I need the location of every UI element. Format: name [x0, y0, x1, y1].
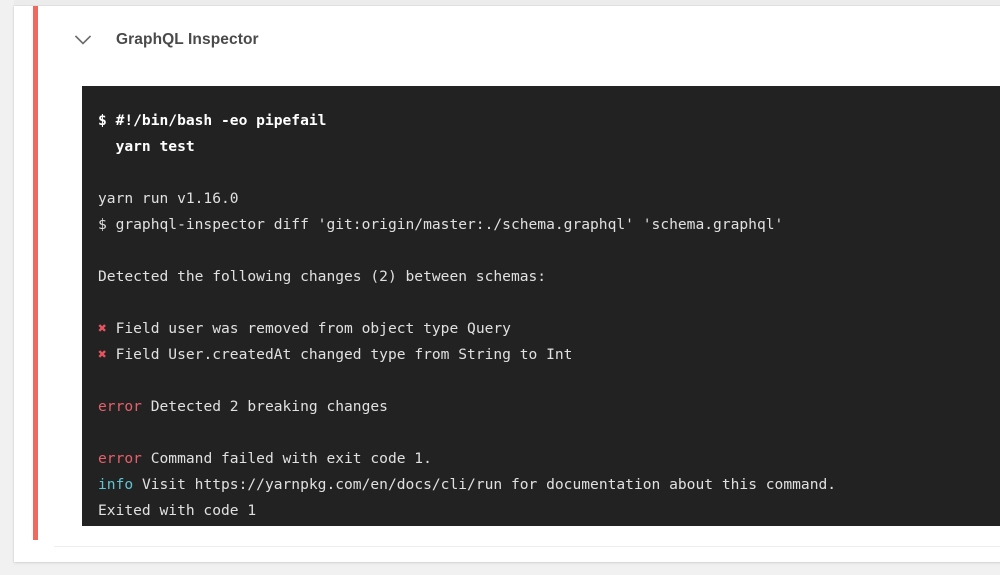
terminal-segment: Exited with code 1 [98, 502, 257, 519]
terminal-log-panel[interactable]: $ #!/bin/bash -eo pipefail yarn test yar… [82, 86, 1000, 526]
job-card-header[interactable]: GraphQL Inspector [54, 6, 1000, 74]
terminal-segment: Detected the following changes (2) betwe… [98, 268, 547, 285]
terminal-segment: Detected 2 breaking changes [141, 398, 388, 415]
terminal-segment: error [98, 398, 142, 415]
card-divider [54, 546, 1000, 547]
chevron-down-icon[interactable] [70, 27, 96, 53]
terminal-line-yarn-version: yarn run v1.16.0 [98, 186, 1000, 212]
terminal-segment: ✖ [98, 346, 107, 363]
terminal-line-blank-2 [98, 238, 1000, 264]
job-status-rail-failed [33, 6, 38, 540]
terminal-line-cmd-yarn-test: yarn test [98, 134, 1000, 160]
job-card: GraphQL Inspector $ #!/bin/bash -eo pipe… [14, 6, 1000, 562]
terminal-segment: Field user was removed from object type … [106, 320, 511, 337]
terminal-line-error-exit: error Command failed with exit code 1. [98, 446, 1000, 472]
terminal-segment: $ #!/bin/bash -eo pipefail [98, 112, 327, 129]
terminal-segment: Visit https://yarnpkg.com/en/docs/cli/ru… [133, 476, 837, 493]
terminal-segment: yarn run v1.16.0 [98, 190, 239, 207]
terminal-line-change-1: ✖ Field user was removed from object typ… [98, 316, 1000, 342]
page-top-strip [14, 0, 1000, 6]
terminal-line-cmd-shebang: $ #!/bin/bash -eo pipefail [98, 108, 1000, 134]
terminal-line-error-breaking: error Detected 2 breaking changes [98, 394, 1000, 420]
terminal-line-blank-1 [98, 160, 1000, 186]
terminal-line-change-2: ✖ Field User.createdAt changed type from… [98, 342, 1000, 368]
terminal-segment: Field User.createdAt changed type from S… [106, 346, 573, 363]
terminal-line-info-visit: info Visit https://yarnpkg.com/en/docs/c… [98, 472, 1000, 498]
terminal-line-inspector-diff: $ graphql-inspector diff 'git:origin/mas… [98, 212, 1000, 238]
terminal-segment: $ graphql-inspector diff 'git:origin/mas… [98, 216, 784, 233]
terminal-log-lines: $ #!/bin/bash -eo pipefail yarn test yar… [82, 86, 1000, 524]
card-footer [54, 547, 1000, 562]
terminal-line-exited: Exited with code 1 [98, 498, 1000, 524]
terminal-segment: Command failed with exit code 1. [141, 450, 432, 467]
terminal-line-blank-5 [98, 420, 1000, 446]
terminal-segment: info [98, 476, 134, 493]
terminal-line-detected-changes: Detected the following changes (2) betwe… [98, 264, 1000, 290]
terminal-segment: error [98, 450, 142, 467]
page-title: GraphQL Inspector [116, 31, 259, 49]
terminal-line-blank-4 [98, 368, 1000, 394]
terminal-segment: yarn test [98, 138, 195, 155]
terminal-line-blank-3 [98, 290, 1000, 316]
terminal-segment: ✖ [98, 320, 107, 337]
